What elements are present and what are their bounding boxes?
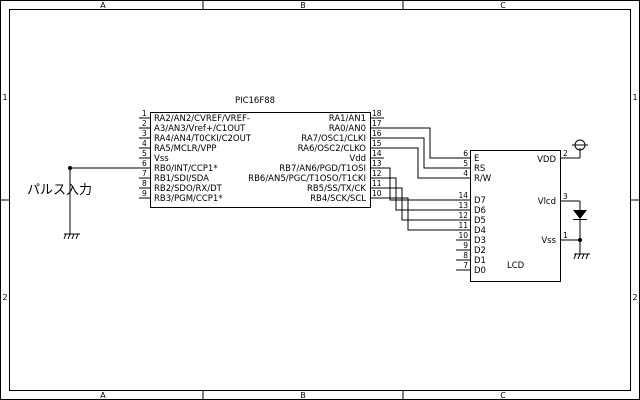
- pic-pin-17-number: 17: [372, 119, 382, 128]
- pic-pin-11-number: 11: [372, 179, 382, 188]
- frame-col-b-bottom: B: [300, 391, 306, 400]
- lcd-pin-5-number: 5: [463, 159, 468, 168]
- pic-pin-13-number: 13: [372, 159, 382, 168]
- lcd-pin-9-number: 9: [463, 241, 468, 250]
- lcd-pin-8-number: 8: [463, 251, 468, 260]
- pic-pin-9-label: RB3/PGM/CCP1*: [154, 194, 223, 204]
- lcd-pin-1-number: 1: [563, 231, 568, 240]
- lcd-body: [470, 150, 561, 282]
- lcd-pin-d7-label: D7: [474, 196, 486, 206]
- signal-wires: [384, 127, 456, 231]
- lcd-pin-vdd-label: VDD: [537, 155, 556, 165]
- lcd-pin-d0-label: D0: [474, 266, 486, 276]
- pic-pin-7-number: 7: [142, 169, 147, 178]
- frame-row-2-right: 2: [632, 293, 637, 302]
- pic-pin-2-label: A3/AN3/Vref+/C1OUT: [154, 124, 246, 134]
- pulse-input-label: パルス入力: [27, 183, 92, 198]
- pic-pin-5-number: 5: [142, 149, 147, 158]
- lcd-pin-d3-label: D3: [474, 236, 486, 246]
- pic-pin-2-number: 2: [142, 119, 147, 128]
- lcd-pin-2-number: 2: [563, 149, 568, 158]
- pic-pin-12-number: 12: [372, 169, 382, 178]
- pic-pin-18-number: 18: [372, 109, 382, 118]
- frame-col-c-top: C: [500, 1, 506, 10]
- pic-right-pins: [371, 117, 384, 199]
- lcd-pin-6-number: 6: [463, 149, 468, 158]
- lcd-left-pin-labels: E RS R/W D7 D6 D5 D4 D3 D2 D1 D0: [474, 154, 492, 276]
- pic-pin-8-label: RB2/SDO/RX/DT: [154, 184, 223, 194]
- pic-pin-9-number: 9: [142, 189, 147, 198]
- frame-col-b-top: B: [300, 1, 306, 10]
- pic-right-pin-labels: RA1/AN1 RA0/AN0 RA7/OSC1/CLKI RA6/OSC2/C…: [248, 114, 366, 204]
- lcd-name: LCD: [507, 261, 525, 271]
- pic-pin-4-label: RA5/MCLR/VPP: [154, 144, 217, 154]
- pic-right-pin-numbers: 18 17 16 15 14 13 12 11 10: [372, 109, 382, 198]
- pic-pin-14-label: Vdd: [349, 154, 366, 164]
- lcd-pin-d6-label: D6: [474, 206, 486, 216]
- pic-pin-6-label: RB0/INT/CCP1*: [154, 164, 218, 174]
- lcd-pin-vlcd-label: Vlcd: [538, 197, 556, 207]
- lcd-pin-4-number: 4: [463, 169, 468, 178]
- frame-row-1-right: 1: [632, 93, 637, 102]
- pic-pin-4-number: 4: [142, 139, 147, 148]
- pic-pin-15-label: RA6/OSC2/CLKO: [298, 144, 367, 154]
- lcd-right-pin-labels: VDD Vlcd Vss: [537, 155, 556, 246]
- pic-pin-17-label: RA0/AN0: [329, 124, 366, 134]
- lcd-right-pin-numbers: 2 3 1: [563, 149, 568, 240]
- pic-left-pins: [139, 117, 150, 199]
- pic-pin-6-number: 6: [142, 159, 147, 168]
- pic-body: [150, 112, 371, 208]
- lcd-pin-d5-label: D5: [474, 216, 486, 226]
- lcd-left-pins: [456, 157, 470, 271]
- pic-pin-10-number: 10: [372, 189, 382, 198]
- lcd-pin-13-number: 13: [458, 201, 468, 210]
- input-net: [63, 167, 139, 240]
- frame-row-1-left: 1: [2, 93, 7, 102]
- pic-pin-12-label: RB6/AN5/PGC/T1OSO/T1CKI: [248, 174, 366, 184]
- input-junction-dot: [68, 166, 72, 170]
- frame-col-a-top: A: [100, 1, 106, 10]
- lcd-pin-10-number: 10: [458, 231, 468, 240]
- vss-junction-dot: [578, 238, 582, 242]
- pic-pin-7-label: RB1/SDI/SDA: [154, 174, 209, 184]
- frame-col-a-bottom: A: [100, 391, 106, 400]
- lcd-pin-d2-label: D2: [474, 246, 486, 256]
- lcd-pin-d1-label: D1: [474, 256, 486, 266]
- lcd-pin-d4-label: D4: [474, 226, 486, 236]
- pic-pin-16-number: 16: [372, 129, 382, 138]
- lcd-pin-12-number: 12: [458, 211, 468, 220]
- lcd-pin-11-number: 11: [458, 221, 468, 230]
- diode-icon: [573, 210, 587, 220]
- lcd-pin-14-number: 14: [458, 191, 468, 200]
- lcd-left-pin-numbers: 6 5 4 14 13 12 11 10 9 8 7: [458, 149, 468, 270]
- lcd-pin-7-number: 7: [463, 261, 468, 270]
- pic-pin-13-label: RB7/AN6/PGD/T1OSI: [279, 164, 366, 174]
- pic-pin-3-number: 3: [142, 129, 147, 138]
- pic-pin-11-label: RB5/SS/TX/CK: [307, 184, 366, 194]
- pic-pin-10-label: RB4/SCK/SCL: [310, 194, 366, 204]
- pic-name: PIC16F88: [235, 96, 275, 106]
- pic-pin-1-number: 1: [142, 109, 147, 118]
- pic-pin-3-label: RA4/AN4/T0CKI/C2OUT: [154, 134, 252, 144]
- pic-pin-5-label: Vss: [154, 154, 169, 164]
- frame-row-2-left: 2: [2, 293, 7, 302]
- lcd-pin-vss-label: Vss: [541, 236, 556, 246]
- lcd-right-pins: [561, 157, 575, 241]
- lcd-pin-e-label: E: [474, 154, 479, 164]
- lcd-pin-rw-label: R/W: [474, 174, 492, 184]
- pic-pin-15-number: 15: [372, 139, 382, 148]
- pic-pin-1-label: RA2/AN2/CVREF/VREF-: [154, 114, 250, 124]
- pic-left-pin-numbers: 1 2 3 4 5 6 7 8 9: [142, 109, 147, 198]
- pic-pin-18-label: RA1/AN1: [329, 114, 366, 124]
- frame-col-c-bottom: C: [500, 391, 506, 400]
- pic-pin-8-number: 8: [142, 179, 147, 188]
- pic-left-pin-labels: RA2/AN2/CVREF/VREF- A3/AN3/Vref+/C1OUT R…: [154, 114, 252, 204]
- lcd-pin-rs-label: RS: [474, 164, 485, 174]
- lcd-pin-3-number: 3: [563, 192, 568, 201]
- pic-pin-16-label: RA7/OSC1/CLKI: [301, 134, 366, 144]
- pic-pin-14-number: 14: [372, 149, 382, 158]
- lcd-power-net: [572, 139, 590, 260]
